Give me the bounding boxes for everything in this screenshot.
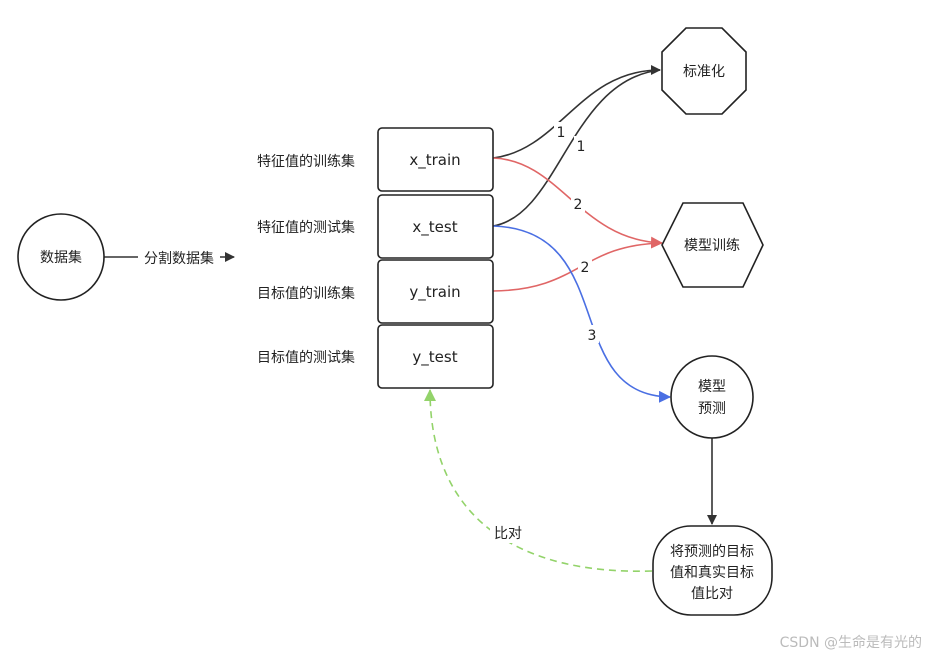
node-y-test-label: y_test: [412, 348, 457, 367]
edge-label-xtest-predict: 3: [588, 328, 597, 344]
node-model-predict-label-1: 模型: [698, 379, 726, 395]
side-label-x-test: 特征值的测试集: [257, 219, 355, 236]
side-label-y-test: 目标值的测试集: [257, 349, 355, 366]
node-compare-label-3: 值比对: [691, 586, 733, 602]
node-dataset[interactable]: [17, 213, 105, 301]
node-x-test-label: x_test: [412, 218, 457, 237]
node-dataset-label: 数据集: [40, 249, 82, 266]
node-y-test[interactable]: [377, 324, 494, 389]
edge-compare-ytest: [424, 389, 653, 572]
node-standardize[interactable]: [661, 27, 747, 115]
side-label-x-train: 特征值的训练集: [257, 153, 355, 170]
node-compare[interactable]: [652, 525, 773, 616]
edge-xtest-predict: [492, 225, 671, 403]
side-label-y-train: 目标值的训练集: [257, 285, 355, 302]
node-compare-label-1: 将预测的目标: [670, 544, 754, 560]
node-standardize-label: 标准化: [683, 64, 725, 80]
edge-label-compare: 比对: [494, 526, 522, 542]
edge-xtest-standardize: [492, 69, 661, 227]
edge-label-xtrain-model: 2: [574, 197, 583, 213]
edge-xtrain-standardize: [492, 65, 661, 159]
node-model-train-label: 模型训练: [684, 238, 740, 254]
node-model-predict[interactable]: [670, 355, 754, 439]
edge-label-ytrain-model: 2: [581, 260, 590, 276]
node-y-train[interactable]: [377, 259, 494, 324]
edge-label-xtest-standardize: 1: [577, 139, 586, 155]
node-x-train[interactable]: [377, 127, 494, 192]
edge-label-split: 分割数据集: [144, 250, 214, 267]
node-model-predict-label-2: 预测: [698, 401, 726, 417]
node-model-train[interactable]: [661, 202, 764, 288]
node-compare-label-2: 值和真实目标: [670, 565, 754, 581]
node-y-train-label: y_train: [409, 283, 460, 302]
edge-label-xtrain-standardize: 1: [557, 125, 566, 141]
node-x-train-label: x_train: [409, 151, 460, 170]
watermark: CSDN @生命是有光的: [780, 634, 922, 651]
node-x-test[interactable]: [377, 194, 494, 259]
